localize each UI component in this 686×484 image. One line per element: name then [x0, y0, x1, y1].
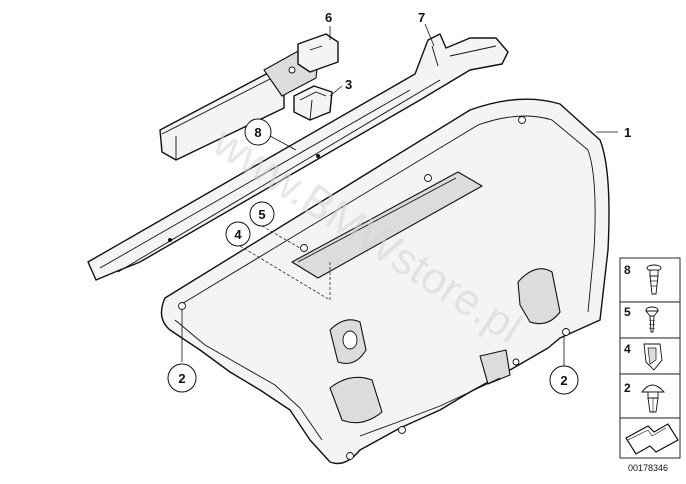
callout-2-left: 2 — [178, 371, 185, 386]
trim-strip — [87, 33, 509, 281]
legend-label-4: 4 — [624, 342, 631, 356]
clip-nut-icon — [643, 343, 663, 371]
callout-7: 7 — [418, 10, 425, 25]
callout-8: 8 — [254, 125, 261, 140]
callout-4: 4 — [234, 227, 242, 242]
callout-5: 5 — [258, 207, 265, 222]
callout-5-circle: 5 — [249, 201, 275, 227]
direction-arrow-shade — [627, 427, 667, 441]
document-number: 00178346 — [628, 463, 668, 473]
holder-box — [159, 33, 339, 161]
legend-label-8: 8 — [624, 263, 631, 277]
direction-arrow-icon — [625, 423, 679, 455]
callout-2-right: 2 — [560, 373, 567, 388]
assembly-guide-5 — [261, 225, 301, 249]
fastener-legend: 8 5 4 2 — [619, 257, 681, 459]
callout-4-circle: 4 — [225, 221, 251, 247]
callout-2b-circle: 2 — [549, 365, 579, 395]
callout-1: 1 — [624, 125, 631, 140]
callout-6: 6 — [325, 10, 332, 25]
callout-2a-circle: 2 — [167, 363, 197, 393]
trunk-lid-trim-panel — [160, 98, 610, 465]
expanding-rivet-icon — [641, 384, 665, 413]
leader-7 — [424, 23, 435, 47]
screw-icon — [645, 306, 659, 333]
rivet-icon — [646, 264, 662, 295]
legend-label-5: 5 — [624, 305, 631, 319]
callout-8-circle: 8 — [244, 118, 272, 146]
leader-8 — [269, 135, 297, 151]
clip-part — [293, 85, 333, 121]
callout-3: 3 — [345, 77, 352, 92]
legend-label-2: 2 — [624, 381, 631, 395]
leader-3 — [329, 85, 343, 97]
assembly-guide-4 — [239, 245, 331, 301]
